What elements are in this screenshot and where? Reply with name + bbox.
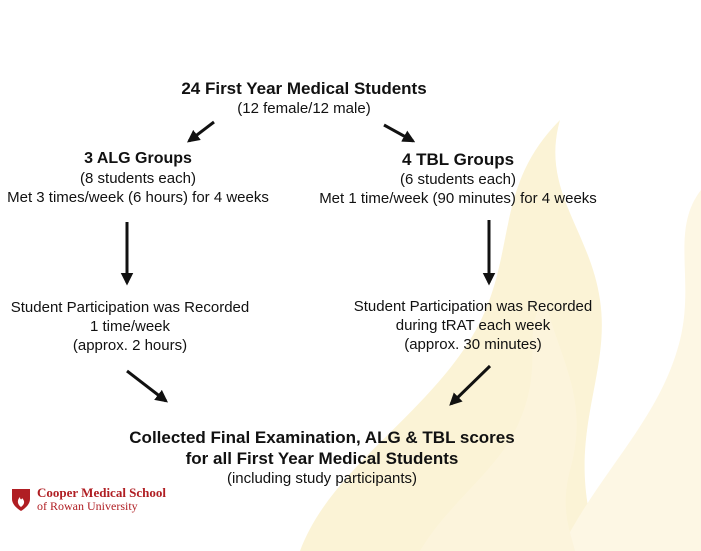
root-title: 24 First Year Medical Students bbox=[181, 79, 427, 98]
final-node: Collected Final Examination, ALG & TBL s… bbox=[115, 427, 529, 488]
tbl-participation-line2: during tRAT each week bbox=[395, 317, 551, 334]
arrow-tbl-to-final bbox=[449, 364, 492, 406]
arrow-alg-to-final bbox=[126, 369, 168, 403]
alg-line1: (8 students each) bbox=[80, 170, 196, 187]
tbl-participation-node: Student Participation was Recorded durin… bbox=[345, 297, 601, 354]
logo-line2: of Rowan University bbox=[37, 499, 138, 513]
cooper-logo: Cooper Medical School of Rowan Universit… bbox=[9, 486, 166, 513]
arrow-root-to-tbl bbox=[383, 123, 416, 143]
final-line2: for all First Year Medical Students bbox=[185, 449, 459, 468]
alg-line2: Met 3 times/week (6 hours) for 4 weeks bbox=[7, 189, 269, 206]
final-line1: Collected Final Examination, ALG & TBL s… bbox=[129, 428, 515, 447]
flame-logo-icon bbox=[12, 488, 30, 511]
alg-participation-line3: (approx. 2 hours) bbox=[72, 337, 188, 354]
arrow-root-to-alg bbox=[186, 120, 215, 143]
alg-title: 3 ALG Groups bbox=[84, 150, 192, 167]
alg-participation-line2: 1 time/week bbox=[89, 318, 171, 335]
final-line3: (including study participants) bbox=[226, 470, 418, 487]
tbl-participation-line3: (approx. 30 minutes) bbox=[404, 336, 542, 353]
alg-participation-line1: Student Participation was Recorded bbox=[10, 299, 250, 316]
tbl-node: 4 TBL Groups (6 students each) Met 1 tim… bbox=[305, 149, 611, 208]
tbl-line2: Met 1 time/week (90 minutes) for 4 weeks bbox=[319, 190, 597, 207]
root-node: 24 First Year Medical Students (12 femal… bbox=[176, 78, 432, 118]
alg-participation-node: Student Participation was Recorded 1 tim… bbox=[2, 298, 258, 355]
logo-line1: Cooper Medical School bbox=[37, 485, 167, 500]
tbl-title: 4 TBL Groups bbox=[401, 150, 515, 169]
logo-text: Cooper Medical School of Rowan Universit… bbox=[37, 486, 166, 513]
tbl-participation-line1: Student Participation was Recorded bbox=[353, 298, 593, 315]
tbl-line1: (6 students each) bbox=[400, 171, 516, 188]
alg-node: 3 ALG Groups (8 students each) Met 3 tim… bbox=[0, 149, 280, 207]
root-subtitle: (12 female/12 male) bbox=[237, 100, 371, 117]
